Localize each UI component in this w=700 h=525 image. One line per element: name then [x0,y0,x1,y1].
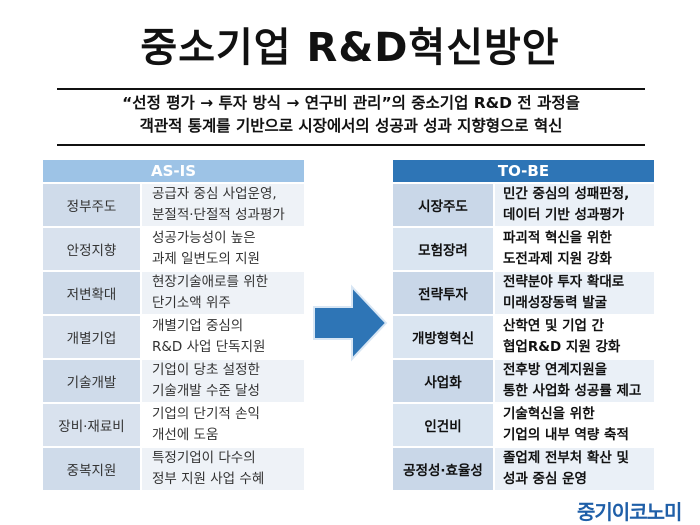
as-is-row-label: 장비·재료비 [43,404,140,446]
desc-line-2: 미래성장동력 발굴 [503,295,608,311]
as-is-row-label: 기술개발 [43,360,140,402]
desc-line-1: 민간 중심의 성패판정, [503,186,630,202]
desc-line-2: 도전과제 지원 강화 [503,251,612,267]
desc-line-2: 통한 사업화 성공률 제고 [503,383,642,399]
desc-line-1: 현장기술애로를 위한 [152,274,269,290]
desc-line-1: 졸업제 전부처 확산 및 [503,450,629,466]
desc-line-1: 파괴적 혁신을 위한 [503,230,612,246]
desc-line-2: 개선에 도움 [152,427,219,443]
as-is-row-label: 중복지원 [43,448,140,490]
desc-line-1: 전후방 연계지원을 [503,362,608,378]
to-be-header: TO-BE [393,160,654,182]
desc-line-1: 성공가능성이 높은 [152,230,256,246]
to-be-row-desc: 민간 중심의 성패판정, 데이터 기반 성과평가 [495,184,654,226]
summary-box: “선정 평가 → 투자 방식 → 연구비 관리”의 중소기업 R&D 전 과정을… [57,92,645,142]
as-is-row-desc: 공급자 중심 사업운영, 분절적·단절적 성과평가 [142,184,304,226]
desc-line-2: 기술개발 수준 달성 [152,383,260,399]
summary-line-1: “선정 평가 → 투자 방식 → 연구비 관리”의 중소기업 R&D 전 과정을 [122,94,580,112]
to-be-row-label: 인건비 [393,404,493,446]
as-is-header: AS-IS [43,160,304,182]
as-is-row-label: 저변확대 [43,272,140,314]
to-be-row-label: 개방형혁신 [393,316,493,358]
desc-line-2: 데이터 기반 성과평가 [503,207,625,223]
as-is-row-label: 안정지향 [43,228,140,270]
desc-line-2: 기업의 내부 역량 축적 [503,427,629,443]
desc-line-1: 특정기업이 다수의 [152,450,256,466]
as-is-row-label: 정부주도 [43,184,140,226]
desc-line-1: 산학연 및 기업 간 [503,318,605,334]
as-is-row-desc: 개별기업 중심의 R&D 사업 단독지원 [142,316,304,358]
logo: 중기이코노미 [577,500,682,524]
right-arrow-icon [313,284,388,362]
desc-line-2: 정부 지원 사업 수혜 [152,471,265,487]
to-be-row-label: 전략투자 [393,272,493,314]
desc-line-1: 기업이 당초 설정한 [152,362,260,378]
desc-line-2: 협업R&D 지원 강화 [503,339,621,355]
divider-top [57,88,645,90]
page-title: 중소기업 R&D혁신방안 [140,25,560,71]
to-be-row-label: 공정성·효율성 [393,448,493,490]
desc-line-2: 분절적·단절적 성과평가 [152,207,285,223]
to-be-row-label: 시장주도 [393,184,493,226]
to-be-row-label: 모험장려 [393,228,493,270]
summary-line-2: 객관적 통계를 기반으로 시장에서의 성공과 성과 지향형으로 혁신 [139,117,563,135]
as-is-row-label: 개별기업 [43,316,140,358]
desc-line-2: R&D 사업 단독지원 [152,339,266,355]
desc-line-2: 성과 중심 운영 [503,471,587,487]
divider-bottom [57,144,645,146]
desc-line-1: 전략분야 투자 확대로 [503,274,625,290]
desc-line-1: 개별기업 중심의 [152,318,244,334]
desc-line-1: 기업의 단기적 손익 [152,406,260,422]
desc-line-1: 기술혁신을 위한 [503,406,595,422]
desc-line-2: 과제 일변도의 지원 [152,251,260,267]
to-be-row-label: 사업화 [393,360,493,402]
desc-line-2: 단기소액 위주 [152,295,231,311]
desc-line-1: 공급자 중심 사업운영, [152,186,277,202]
